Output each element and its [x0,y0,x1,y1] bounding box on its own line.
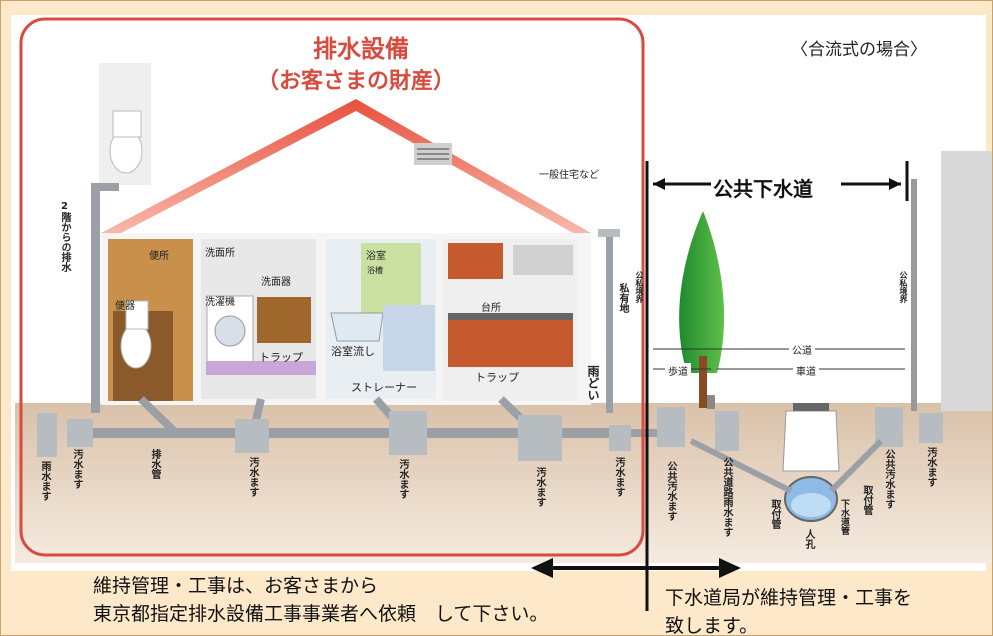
private-property-outline [19,17,645,557]
public-road-label: 公道 [789,342,815,357]
toilet-room-label: 便所 [149,251,169,262]
sewage-basin-5 [609,425,631,451]
public-sewer-heading: 公共下水道 [713,177,813,201]
tub-label: 浴槽 [367,266,383,275]
public-road-rain-basin [715,411,739,451]
second-floor-pipe [91,183,100,413]
footer-left-line2: 東京都指定排水設備工事事業者へ依頼 して下さい。 [93,603,549,625]
sewage-basin-label-1: 汚水ます [71,449,82,489]
rain-basin [37,413,57,457]
sewage-basin-1 [67,419,93,447]
washing-machine-label: 洗濯機 [205,297,235,308]
public-sewage-basin-label-2: 公共汚水ます [883,449,894,509]
toilet-bowl-label: 便器 [115,301,135,312]
general-house-label: 一般住宅など [539,170,599,181]
vent-icon [414,143,452,165]
trap-label-1: トラップ [259,351,303,364]
sewage-basin-right-label: 汚水ます [925,447,936,487]
washroom-label: 洗面所 [205,248,235,259]
public-sewage-basin-label: 公共汚水ます [665,461,676,521]
footer-right-line2: 致します。 [665,615,759,636]
private-land-label: 私有地 [617,283,628,313]
public-sewage-basin [657,407,685,447]
roadway-label: 車道 [793,363,819,378]
diagram-subtitle: （お客さまの財産） [256,69,455,94]
ground-band [15,403,992,563]
bath-drain-label: 浴室流し [331,345,375,358]
kitchen-label: 台所 [481,303,501,314]
rain-gutter-label: 雨どい [586,365,600,401]
sewage-basin-label-4: 汚水ます [534,467,545,507]
strainer-label: ストレーナー [351,381,417,394]
sewage-basin-3 [389,411,427,455]
house-roof-inner [121,111,573,233]
footer-right-line1: 下水道局が維持管理・工事を [665,587,913,609]
sewage-basin-2 [235,419,269,453]
connection-pipe-label: 取付管 [769,499,780,529]
sewage-basin-label-3: 汚水ます [397,459,408,499]
sewage-basin-right [919,413,943,443]
right-building [941,151,992,411]
connection-pipe-label-2: 取付管 [861,485,872,515]
sewage-basin-4 [518,415,562,461]
trap-label-2: トラップ [475,371,519,384]
sewer-pipe-label: 下水道管 [839,499,849,535]
sewage-basin-label-2: 汚水ます [247,457,258,497]
boundary-right-label: 公私境界 [899,271,908,303]
wash-basin-label: 洗面器 [261,277,291,288]
footer-left-line1: 維持管理・工事は、お客さまから [93,575,379,597]
sewage-basin-label-5: 汚水ます [613,457,624,497]
mode-label: 〈合流式の場合〉 [791,40,927,60]
diagram-title: 排水設備 [313,35,409,63]
manhole-shaft [782,410,840,472]
sidewalk-label: 歩道 [665,363,691,378]
public-road-rain-basin-label: 公共道路雨水ます [721,457,732,537]
boundary-left-label: 公私境界 [635,271,644,303]
bathroom-label: 浴室 [366,251,386,262]
rain-gutter-pipe [606,233,613,413]
manhole-label: 人孔 [803,529,814,549]
tree-icon [679,211,725,408]
rain-basin-label: 雨水ます [39,461,50,501]
drain-pipe-label: 排水管 [149,449,160,479]
second-floor-drain-label: 2階からの排水 [59,201,70,272]
